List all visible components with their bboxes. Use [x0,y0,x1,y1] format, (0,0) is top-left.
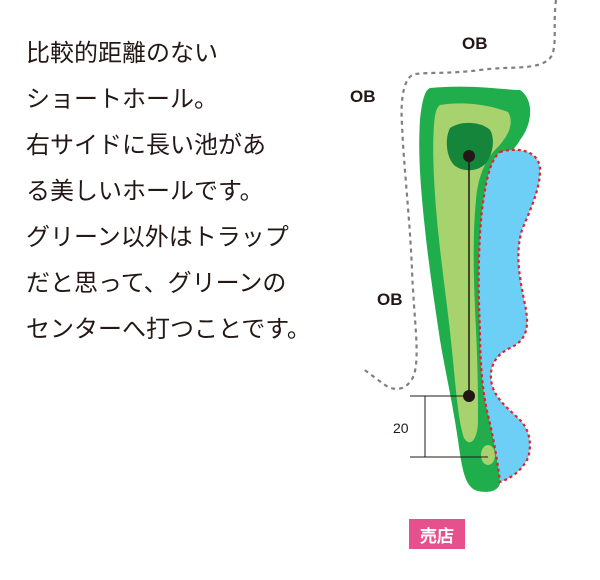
ob-label: OB [377,290,403,309]
description-line: る美しいホールです。 [26,177,264,205]
ob-label: OB [462,34,488,53]
bunker [435,180,447,196]
ob-label: OB [350,87,376,106]
description-line: ショートホール。 [26,85,218,113]
bunker [478,111,502,125]
description-line: センターへ打つことです。 [26,315,311,343]
bunker [463,333,473,359]
description-line: だと思って、グリーンの [26,269,287,297]
ob-boundary-right [361,0,558,390]
fairway-area [433,103,511,443]
green-area [446,122,493,171]
water-hazard [477,148,542,484]
target-marker [463,150,475,162]
description-line: グリーン以外はトラップ [26,223,289,251]
hole-description: 比較的距離のない ショートホール。 右サイドに長い池があ る美しいホールです。 … [26,30,326,352]
distance-label: 20 [393,420,409,436]
description-line: 右サイドに長い池があ [26,131,266,159]
description-line: 比較的距離のない [26,39,218,67]
tee-area [481,445,495,465]
shop-badge: 売店 [409,519,465,549]
shop-label: 売店 [420,526,454,547]
